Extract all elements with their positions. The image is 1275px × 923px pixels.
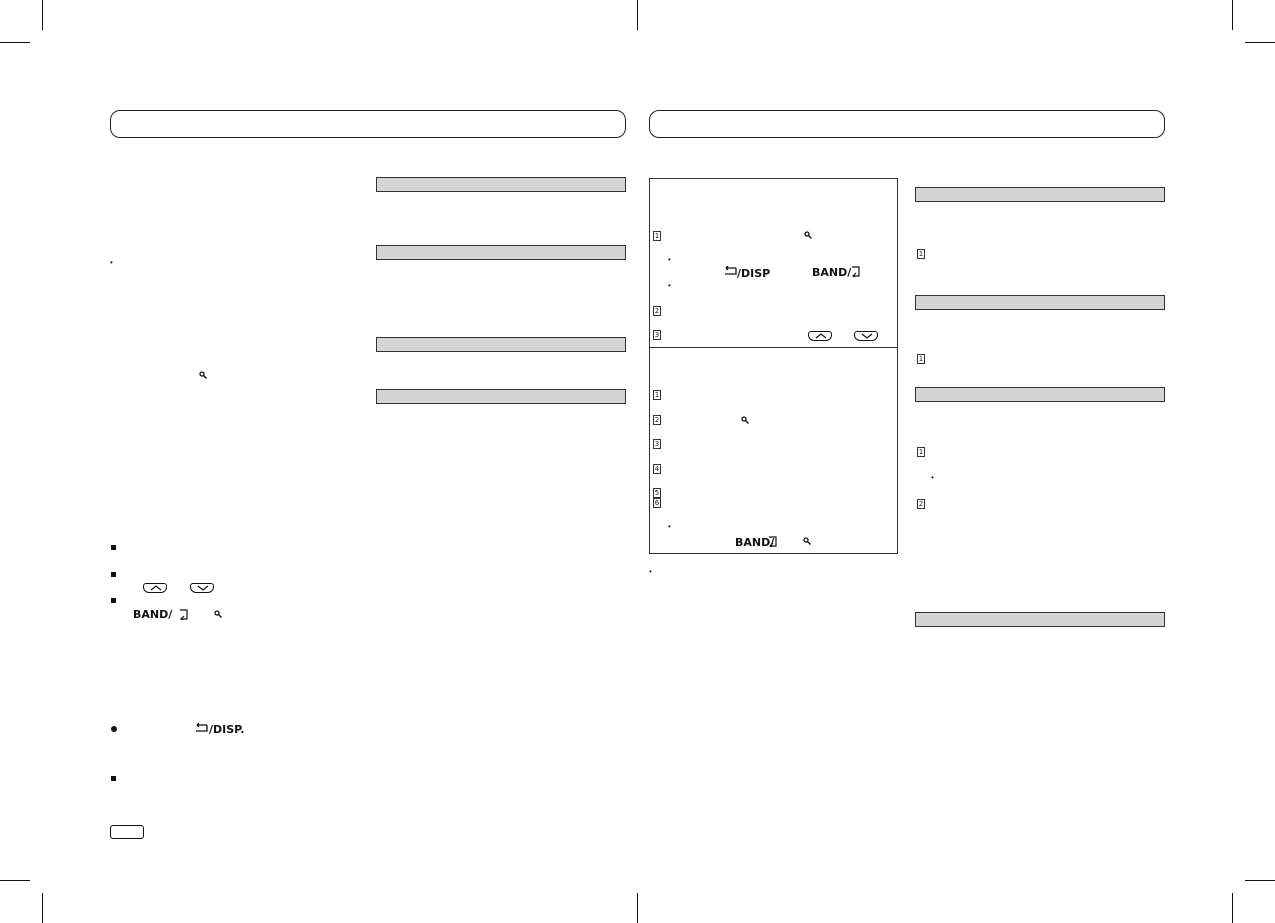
page-title-box-right: [649, 110, 1165, 138]
section-header-bar: [376, 177, 626, 192]
bullet-diamond: •: [110, 258, 113, 267]
search-icon: [741, 416, 749, 424]
step-number: 6: [653, 498, 661, 508]
search-icon: [803, 537, 811, 545]
enter-icon: [769, 536, 777, 547]
section-header-bar: [376, 245, 626, 260]
crop-mark: [637, 0, 638, 30]
step-number: 1: [917, 447, 925, 457]
section-header-bar: [915, 387, 1165, 402]
step-number: 3: [653, 439, 661, 449]
crop-mark: [42, 893, 43, 923]
crop-mark: [42, 0, 43, 30]
page-title-box-left: [110, 110, 626, 138]
section-header-bar: [915, 295, 1165, 310]
enter-icon: [852, 266, 860, 277]
bullet-diamond: •: [931, 473, 934, 482]
enter-icon: [180, 609, 188, 620]
bullet-diamond: •: [668, 281, 671, 290]
step-number: 3: [653, 330, 661, 340]
up-button-icon: [808, 331, 832, 341]
step-number: 2: [653, 306, 661, 316]
section-header-bar: [376, 337, 626, 352]
procedure-box: [649, 178, 898, 554]
bullet-square: [111, 776, 116, 781]
section-header-bar: [915, 612, 1165, 627]
language-tag: [110, 825, 144, 839]
step-number: 1: [917, 249, 925, 259]
disp-label: /DISP: [737, 267, 771, 280]
back-arrow-icon: [725, 266, 737, 275]
band-label: BAND/: [735, 536, 775, 549]
bullet-dot: [111, 726, 117, 732]
section-header-bar: [915, 187, 1165, 202]
crop-mark: [1245, 42, 1275, 43]
step-number: 1: [917, 354, 925, 364]
crop-mark: [1232, 893, 1233, 923]
procedure-divider: [649, 347, 898, 348]
bullet-diamond: •: [649, 567, 652, 576]
step-number: 1: [653, 390, 661, 400]
up-button-icon: [143, 583, 167, 593]
step-number: 4: [653, 464, 661, 474]
step-number: 1: [653, 231, 661, 241]
disp-label: /DISP.: [209, 723, 245, 736]
bullet-diamond: •: [668, 255, 671, 264]
bullet-square: [111, 545, 116, 550]
band-label: BAND/: [812, 266, 852, 279]
crop-mark: [0, 42, 30, 43]
bullet-square: [111, 572, 116, 577]
crop-mark: [0, 880, 30, 881]
search-icon: [199, 371, 207, 379]
back-arrow-icon: [196, 723, 208, 732]
step-number: 2: [653, 415, 661, 425]
down-button-icon: [854, 331, 878, 341]
crop-mark: [1245, 880, 1275, 881]
crop-mark: [637, 893, 638, 923]
down-button-icon: [190, 583, 214, 593]
search-icon: [804, 231, 812, 239]
bullet-diamond: •: [668, 522, 671, 531]
search-icon: [214, 610, 222, 618]
section-header-bar: [376, 389, 626, 404]
step-number: 2: [917, 499, 925, 509]
band-label: BAND/: [133, 608, 173, 621]
crop-mark: [1232, 0, 1233, 30]
step-number: 5: [653, 488, 661, 498]
bullet-square: [111, 598, 116, 603]
